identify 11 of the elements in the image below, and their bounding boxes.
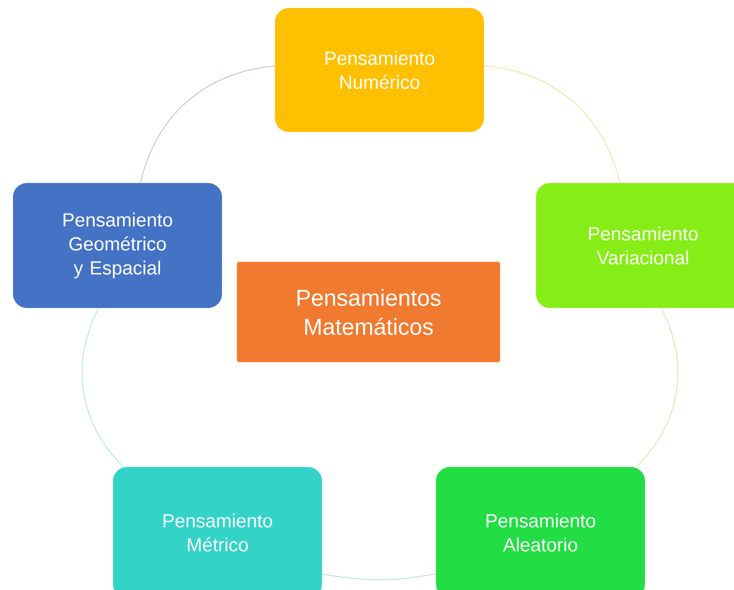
connector-arc	[484, 65, 620, 184]
topic-box: Pensamiento Métrico	[113, 467, 322, 590]
topic-box: Pensamiento Variacional	[536, 183, 734, 308]
connector-arc	[636, 308, 678, 468]
connector-arc	[140, 66, 276, 184]
topic-box: Pensamiento Numérico	[275, 8, 484, 132]
connector-arc	[322, 574, 436, 580]
topic-box: Pensamiento Aleatorio	[436, 467, 645, 590]
connector-arc	[82, 308, 124, 468]
topic-box: Pensamiento Geométrico y Espacial	[13, 183, 222, 308]
center-box: Pensamientos Matemáticos	[236, 262, 500, 362]
